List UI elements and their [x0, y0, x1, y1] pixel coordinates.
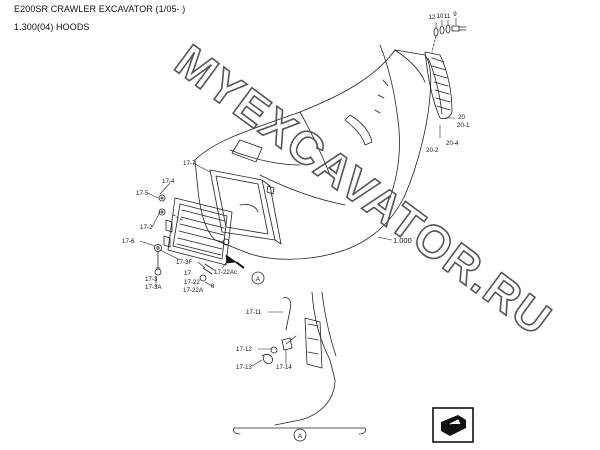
- callout-8: 8: [211, 283, 215, 290]
- callout-17-14: 17-14: [276, 364, 292, 371]
- callout-20: 20: [458, 114, 465, 121]
- callout-9: 9: [453, 11, 457, 18]
- callout-17-7: 17-7: [183, 160, 196, 167]
- callout-1000: 1.000: [393, 236, 412, 245]
- part-callouts: 12 10 11 9 20 20-1 20-4 20-2 1.000 17-7 …: [122, 11, 470, 371]
- view-arrow-icon: [225, 254, 245, 269]
- detail-view-a: [261, 291, 337, 426]
- callout-17-3: 17-3: [145, 276, 158, 283]
- door-hardware: [154, 185, 275, 282]
- callout-17-3A: 17-3A: [145, 284, 162, 291]
- callout-17-4: 17-4: [162, 178, 175, 185]
- nav-arrow-box-icon[interactable]: [432, 407, 474, 443]
- callout-20-4: 20-4: [446, 140, 459, 147]
- callout-20-2: 20-2: [426, 147, 439, 154]
- callout-17-3F: 17-3F: [176, 259, 192, 266]
- callout-17-11: 17-11: [246, 309, 262, 316]
- view-marker-a-bottom: A: [293, 428, 307, 442]
- callout-17-12: 17-12: [236, 346, 252, 353]
- callout-17-2: 17-2: [140, 224, 153, 231]
- diagram-title: E200SR CRAWLER EXCAVATOR (1/05- ): [14, 4, 186, 14]
- callout-17-22A: 17-22A: [183, 287, 204, 294]
- callout-11: 11: [444, 13, 451, 20]
- access-door-17: [163, 197, 233, 266]
- hood-body: [194, 44, 432, 260]
- callout-12: 12: [429, 14, 436, 21]
- callout-17-22: 17-22: [184, 279, 200, 286]
- svg-text:A: A: [256, 276, 261, 283]
- callout-10: 10: [437, 13, 444, 20]
- callout-17: 17: [184, 270, 191, 277]
- callout-17-6: 17-6: [122, 238, 135, 245]
- callout-17-22Ac: 17-22Ac: [214, 269, 237, 276]
- callout-17-13: 17-13: [236, 364, 252, 371]
- side-grille-20: [424, 51, 453, 120]
- fastener-stack: [431, 24, 467, 53]
- watermark: MYEXCAVATOR.RU: [166, 34, 562, 346]
- view-marker-a: A: [251, 271, 265, 285]
- detail-dimension-line: [233, 427, 366, 435]
- svg-text:A: A: [298, 433, 303, 440]
- diagram-subtitle: 1.300(04) HOODS: [14, 22, 90, 32]
- callout-20-1: 20-1: [457, 122, 470, 129]
- callout-17-5: 17-5: [136, 190, 149, 197]
